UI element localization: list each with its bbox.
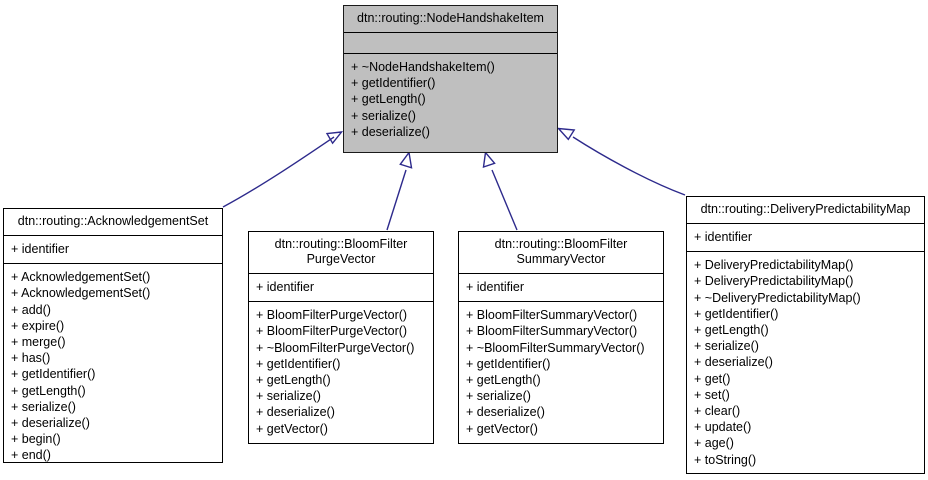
member-row: + DeliveryPredictabilityMap() (694, 258, 854, 273)
member-row: + BloomFilterSummaryVector() (466, 308, 638, 323)
class-box-acknowledgement-set[interactable]: dtn::routing::AcknowledgementSet + ident… (3, 208, 223, 463)
class-attributes-delivery-predictability-map: + identifier (687, 224, 924, 251)
edge-delivery-predictability-map-to-node-handshake-item (556, 127, 686, 196)
member-row: + identifier (256, 280, 315, 294)
member-row: + clear() (694, 404, 741, 419)
class-divider (4, 263, 222, 265)
edge-bloom-filter-purge-vector-to-node-handshake-item (386, 150, 413, 231)
member-row: + serialize() (11, 399, 76, 414)
class-attributes-node-handshake-item (344, 33, 557, 53)
member-row: + getIdentifier() (11, 367, 96, 382)
edge-acknowledgement-set-to-node-handshake-item (222, 131, 344, 208)
class-divider (687, 251, 924, 253)
member-row: + deserialize() (256, 405, 335, 420)
member-row: + ~BloomFilterSummaryVector() (466, 340, 645, 355)
member-row: + end() (11, 448, 51, 463)
class-operations-delivery-predictability-map: + DeliveryPredictabilityMap() + Delivery… (687, 252, 924, 474)
member-row: + update() (694, 420, 752, 435)
class-operations-bloom-filter-purge-vector: + BloomFilterPurgeVector() + BloomFilter… (249, 302, 433, 443)
member-row: + serialize() (466, 389, 531, 404)
member-row: + age() (694, 436, 734, 451)
member-row: + expire() (11, 318, 65, 333)
member-row: + deserialize() (11, 416, 90, 431)
member-row: + toString() (694, 452, 757, 467)
member-row: + AcknowledgementSet() (11, 286, 151, 301)
class-divider (344, 32, 557, 33)
class-box-bloom-filter-summary-vector[interactable]: dtn::routing::BloomFilter SummaryVector … (458, 231, 664, 444)
member-row: + identifier (694, 230, 753, 244)
class-attributes-acknowledgement-set: + identifier (4, 236, 222, 263)
class-name-bloom-filter-purge-vector: dtn::routing::BloomFilter PurgeVector (274, 237, 408, 266)
member-row: + ~BloomFilterPurgeVector() (256, 340, 415, 355)
class-divider (687, 223, 924, 224)
member-row: + has() (11, 351, 51, 366)
member-row: + getIdentifier() (351, 76, 436, 91)
member-row: + deserialize() (694, 355, 773, 370)
class-divider (459, 301, 663, 303)
member-row: + DeliveryPredictabilityMap() (694, 274, 854, 289)
member-row: + identifier (11, 242, 70, 256)
member-row: + BloomFilterPurgeVector() (256, 324, 408, 339)
class-operations-acknowledgement-set: + AcknowledgementSet() + Acknowledgement… (4, 264, 222, 469)
class-divider (4, 235, 222, 236)
member-row: + serialize() (256, 389, 321, 404)
class-box-node-handshake-item[interactable]: dtn::routing::NodeHandshakeItem + ~NodeH… (343, 5, 558, 153)
member-row: + getLength() (694, 323, 769, 338)
class-name-delivery-predictability-map: dtn::routing::DeliveryPredictabilityMap (700, 202, 911, 216)
class-divider (249, 273, 433, 274)
class-box-bloom-filter-purge-vector[interactable]: dtn::routing::BloomFilter PurgeVector + … (248, 231, 434, 444)
member-row: + ~NodeHandshakeItem() (351, 60, 495, 74)
member-row: + getLength() (466, 373, 541, 388)
class-divider (344, 53, 557, 54)
member-row: + ~DeliveryPredictabilityMap() (694, 290, 861, 305)
member-row: + begin() (11, 432, 61, 447)
member-row: + getVector() (256, 421, 328, 436)
member-row: + BloomFilterPurgeVector() (256, 308, 408, 323)
edge-bloom-filter-summary-vector-to-node-handshake-item (482, 150, 518, 231)
member-row: + set() (694, 387, 730, 402)
member-row: + getIdentifier() (256, 356, 341, 371)
member-row: + getIdentifier() (466, 356, 551, 371)
member-row: + getLength() (11, 383, 86, 398)
member-row: + getLength() (256, 373, 331, 388)
class-divider (249, 301, 433, 303)
member-row: + identifier (466, 280, 525, 294)
member-row: + add() (11, 302, 51, 317)
member-row: + getIdentifier() (694, 306, 779, 321)
class-attributes-bloom-filter-summary-vector: + identifier (459, 274, 663, 301)
class-name-node-handshake-item: dtn::routing::NodeHandshakeItem (357, 11, 544, 25)
member-row: + deserialize() (351, 124, 430, 139)
member-row: + getLength() (351, 92, 426, 107)
member-row: + get() (694, 371, 731, 386)
class-operations-node-handshake-item: + ~NodeHandshakeItem() + getIdentifier()… (344, 54, 557, 146)
member-row: + serialize() (694, 339, 759, 354)
class-name-bloom-filter-summary-vector: dtn::routing::BloomFilter SummaryVector (494, 237, 628, 266)
member-row: + serialize() (351, 108, 416, 123)
member-row: + BloomFilterSummaryVector() (466, 324, 638, 339)
member-row: + deserialize() (466, 405, 545, 420)
class-name-acknowledgement-set: dtn::routing::AcknowledgementSet (17, 214, 209, 228)
member-row: + merge() (11, 335, 66, 350)
class-box-delivery-predictability-map[interactable]: dtn::routing::DeliveryPredictabilityMap … (686, 196, 925, 474)
member-row: + AcknowledgementSet() (11, 270, 151, 285)
member-row: + getVector() (466, 421, 538, 436)
class-operations-bloom-filter-summary-vector: + BloomFilterSummaryVector() + BloomFilt… (459, 302, 663, 443)
class-divider (459, 273, 663, 274)
class-attributes-bloom-filter-purge-vector: + identifier (249, 274, 433, 301)
